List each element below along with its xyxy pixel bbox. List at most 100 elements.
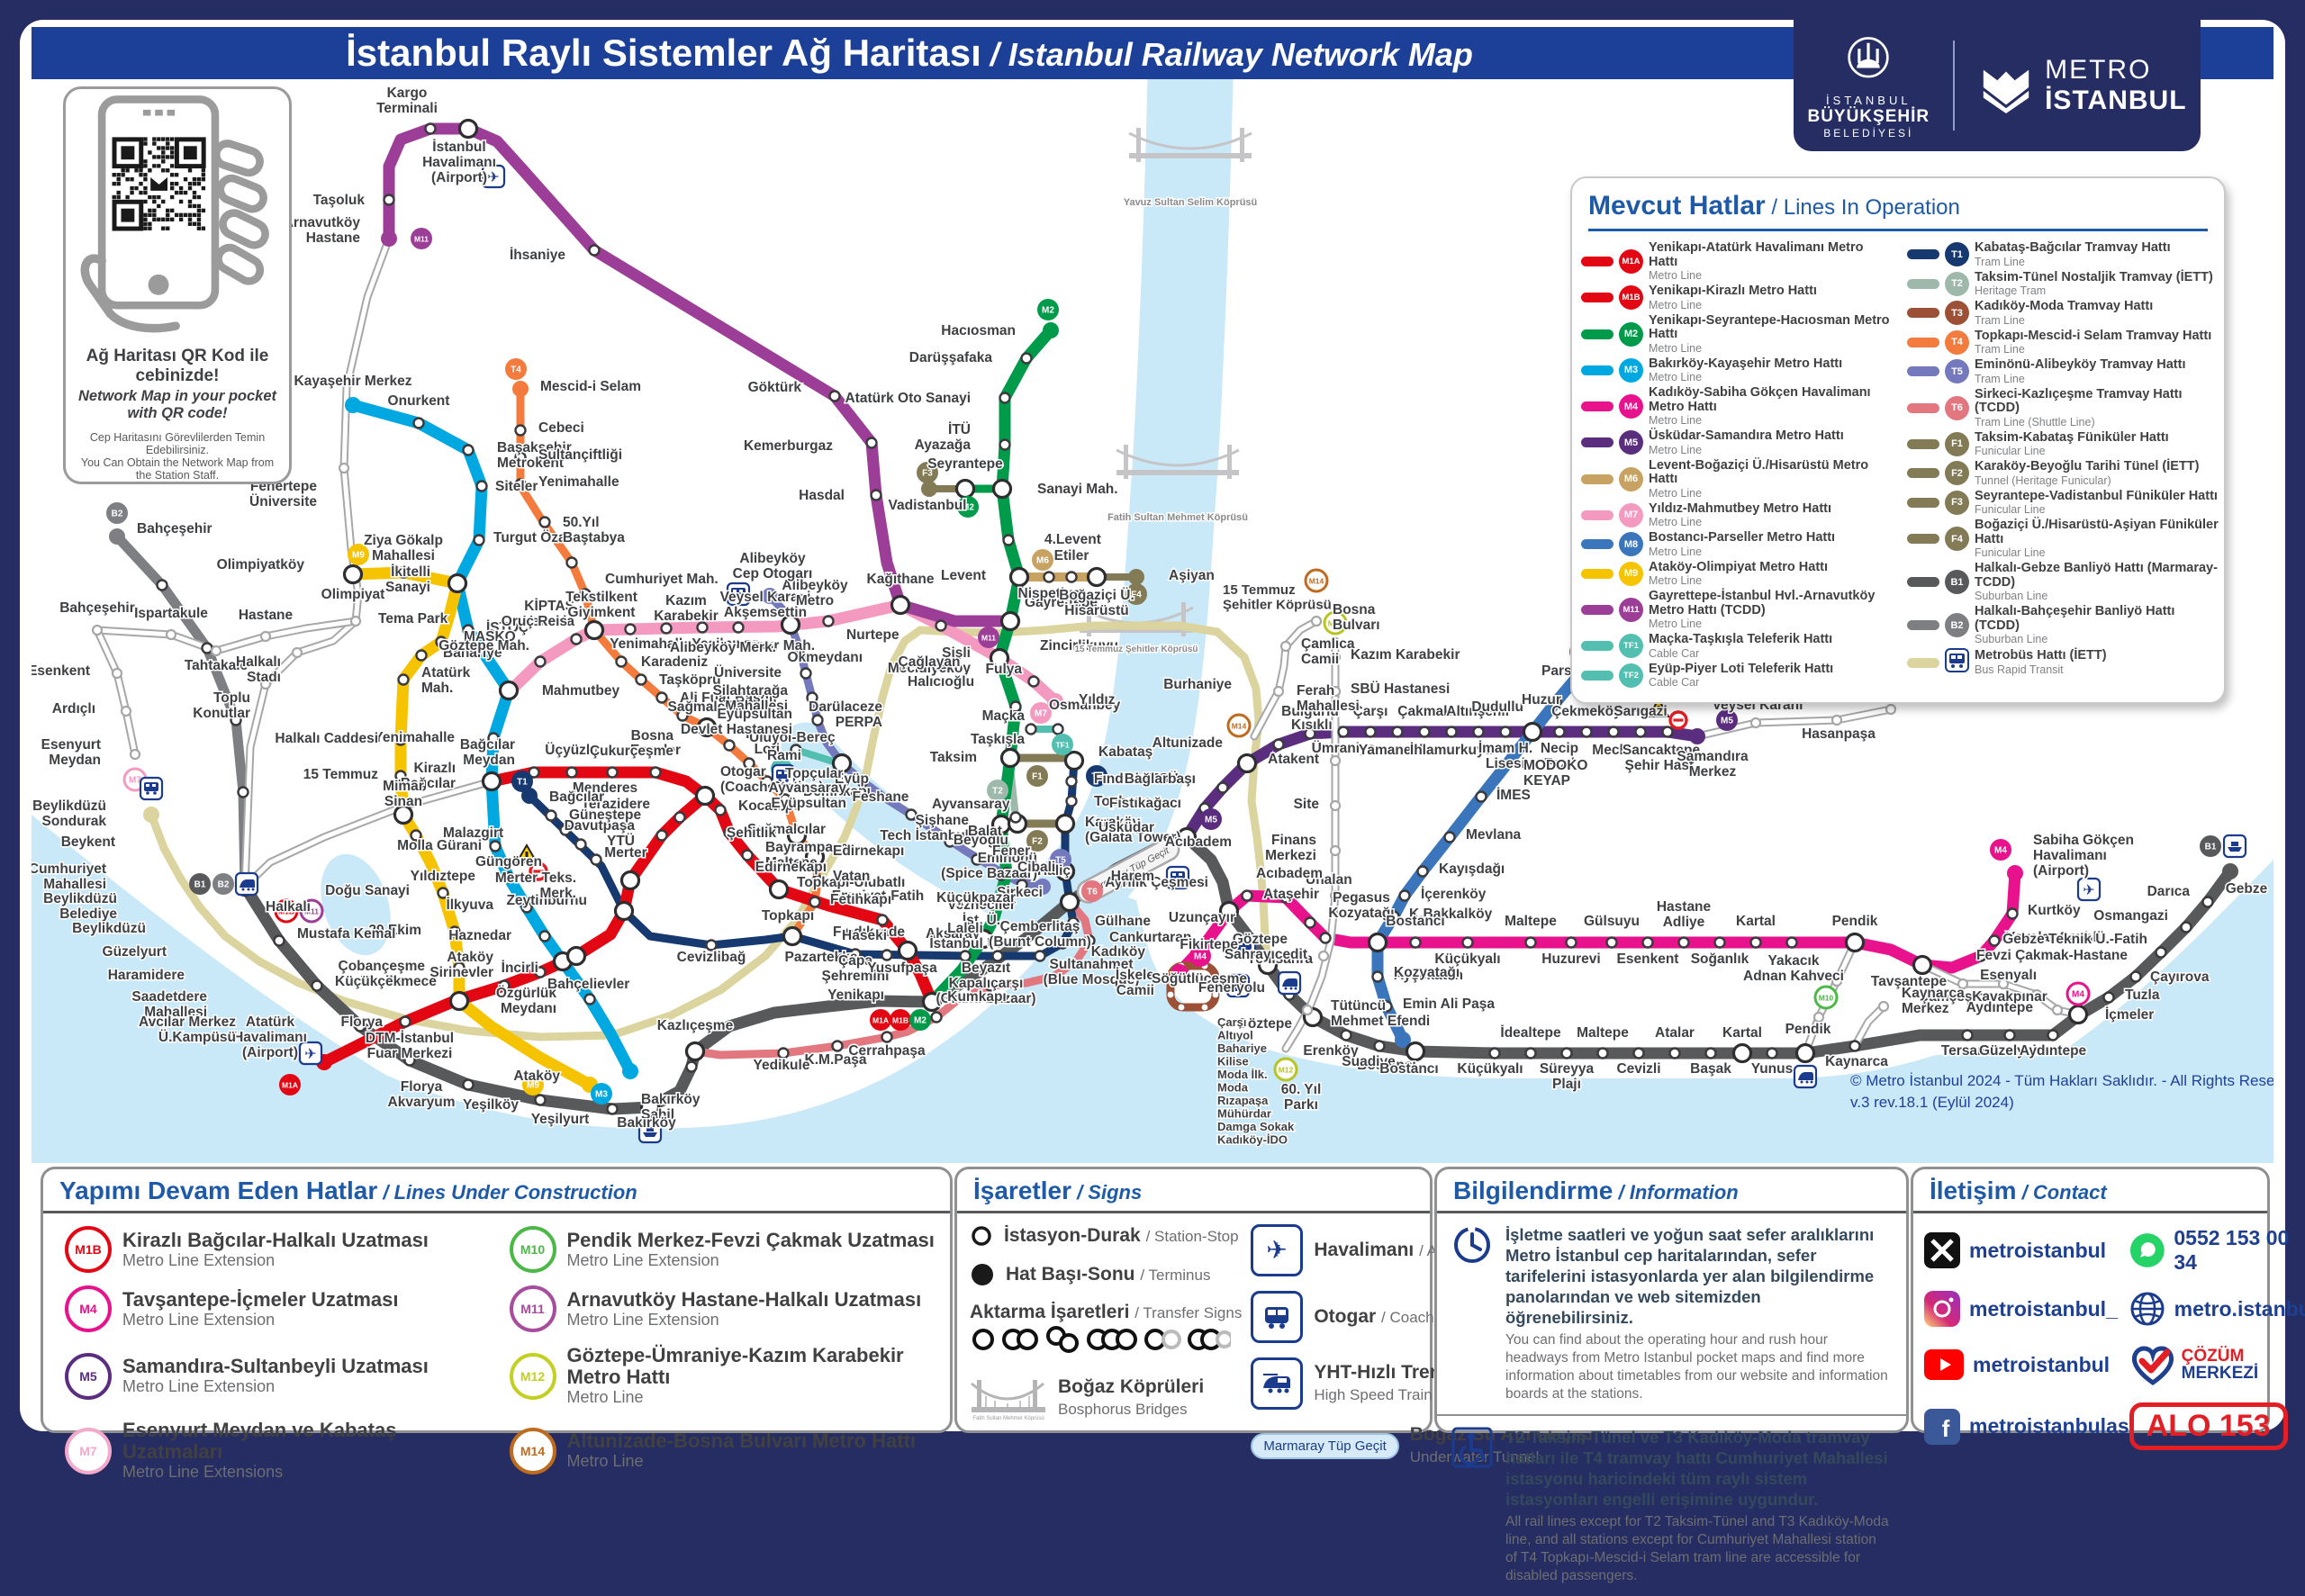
line-badge-TF1: TF1: [1619, 634, 1643, 659]
map-label: Gebze: [2226, 881, 2268, 897]
svg-text:M12: M12: [1279, 1066, 1294, 1075]
logo-panel: İSTANBUL BÜYÜKŞEHİR BELEDİYESİ METRO İST…: [1794, 20, 2201, 151]
line-badge-M7: M7: [1619, 502, 1643, 527]
info-access-en: All rail lines except for T2 Taksim-Tüne…: [1505, 1514, 1889, 1583]
station: [1027, 675, 1040, 688]
legend-line-sub: Funicular Line: [1975, 503, 2046, 516]
line-badge-M6: M6: [1619, 466, 1643, 491]
map-label: Kemerburgaz: [744, 438, 833, 454]
uc-station: [1329, 754, 1342, 767]
map-label: Topçular: [785, 766, 843, 781]
map-label: Onurkent: [388, 393, 450, 409]
map-label: 4.Levent: [1044, 532, 1101, 547]
station: [1364, 726, 1377, 738]
contact-instagram[interactable]: metroistanbul_: [1924, 1291, 2129, 1327]
station: [520, 901, 533, 914]
station: [502, 871, 515, 884]
map-label: Güzelyalı: [1979, 1043, 2040, 1059]
contact-web[interactable]: metro.istanbul: [2129, 1291, 2305, 1327]
map-label: Eyüp: [835, 771, 869, 787]
map-label: Sağmalcılar: [747, 822, 826, 837]
contact-whatsapp[interactable]: 0552 153 00 34: [2129, 1226, 2305, 1275]
map-label: Suadiye: [1342, 1054, 1396, 1069]
wheelchair-icon: [1451, 1427, 1493, 1468]
uc-station: [120, 705, 132, 717]
map-label: Güngören: [475, 854, 542, 870]
station: [1443, 831, 1456, 843]
station: [800, 667, 812, 680]
contact-facebook[interactable]: f metroistanbulas: [1924, 1408, 2129, 1445]
map-label: Fikirtepe: [1180, 937, 1238, 952]
station: [856, 775, 869, 788]
station: [822, 615, 835, 627]
line-dash-M6: [1581, 473, 1614, 484]
page-title: İstanbul Raylı Sistemler Ağ Haritası: [346, 32, 981, 74]
station: [473, 534, 485, 546]
interchange-station: [1367, 932, 1388, 953]
legend-line-name: Yenikapı-Kirazlı Metro Hattı: [1649, 284, 1817, 298]
uc-station: [338, 462, 350, 474]
map-label: Vadistanbul: [889, 498, 967, 513]
station: [1067, 916, 1080, 929]
uc-station: [1877, 1000, 1890, 1013]
station: [2180, 921, 2192, 933]
map-label: Gülsuyu: [1584, 914, 1640, 929]
map-label: Üniversite: [714, 665, 782, 681]
station: [732, 621, 745, 634]
uc-station: [1329, 844, 1342, 857]
map-label: Acıbadem: [1256, 866, 1323, 881]
interchange-station: [989, 647, 1010, 669]
map-label: Çakmak: [1397, 704, 1451, 719]
svg-text:M14: M14: [1309, 577, 1324, 586]
map-label: Kavakpınar: [1972, 989, 2047, 1005]
line-badge-M2: M2: [1037, 299, 1059, 320]
map-label: Bağlarbaşı: [1125, 771, 1196, 787]
station: [2201, 896, 2214, 908]
uc-station: [1272, 685, 1285, 698]
map-label: Esenler: [630, 743, 681, 758]
map-label: Bahçeşehir: [137, 521, 212, 537]
terminus-station: [622, 1063, 638, 1079]
alo-153[interactable]: ALO 153: [2129, 1402, 2305, 1450]
station: [489, 840, 502, 852]
station: [559, 824, 572, 836]
map-label: Kurtköy: [2028, 903, 2081, 918]
line-badge-M7: M7: [1030, 702, 1052, 724]
station: [1661, 726, 1674, 738]
legend-line-name: Gayrettepe-İstanbul Hvl.-Arnavutköy Metr…: [1649, 589, 1876, 618]
uc-station: [291, 646, 303, 659]
station: [1020, 352, 1033, 365]
terminus-station: [2007, 865, 2023, 881]
line-dash-F2: [1907, 468, 1939, 479]
line-badge-B1: B1: [1945, 570, 1969, 594]
interchange-station: [954, 478, 976, 500]
map-label: Gayrettepe: [1025, 595, 1098, 610]
terminus-station: [762, 588, 778, 604]
station: [2047, 1029, 2059, 1041]
line-dash-M3: [1581, 365, 1614, 375]
legend-line-sub: Tram Line: [1975, 343, 2025, 356]
map-label: Tavşantepe: [1871, 974, 1948, 989]
map-label: Kazlıçeşme: [657, 1018, 734, 1033]
line-badge-M6: M6: [1032, 549, 1053, 571]
map-label: Kazım Karabekir: [1351, 647, 1460, 663]
youtube-icon: [1924, 1349, 1964, 1380]
contact-youtube[interactable]: metroistanbul: [1924, 1349, 2129, 1380]
map-label: Malazgirt: [443, 825, 503, 841]
line-badge-T6: T6: [1081, 880, 1103, 902]
legend-line-name: Halkalı-Gebze Banliyö Hattı (Marmaray-TC…: [1975, 561, 2218, 590]
map-label: Osmangazi: [2093, 908, 2168, 924]
svg-text:T1: T1: [1091, 772, 1102, 782]
construction-badge-M12: M12: [509, 1352, 556, 1400]
map-label: Yenimahalle: [610, 636, 691, 652]
legend-line-sub: Metro Line: [1649, 443, 1703, 456]
ibb-logo: İSTANBUL BÜYÜKŞEHİR BELEDİYESİ: [1807, 32, 1930, 140]
contact-x[interactable]: metroistanbul: [1924, 1232, 2129, 1268]
